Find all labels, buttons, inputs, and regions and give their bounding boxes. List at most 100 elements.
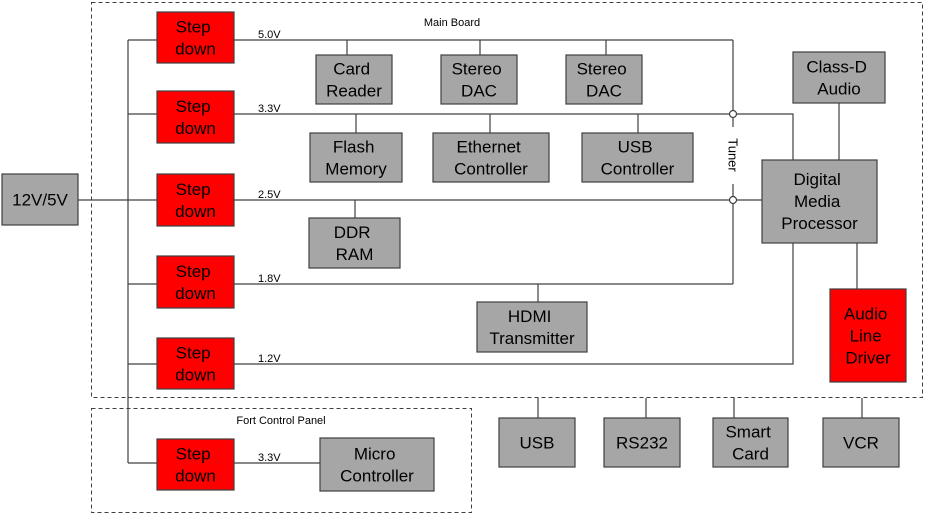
flash-memory-label-line-2: Memory — [325, 160, 387, 179]
rs232-port-box — [603, 417, 681, 468]
ddr-ram-label-line-2: RAM — [336, 245, 374, 264]
ethernet-controller-block: Ethernet Controller — [432, 132, 550, 183]
power-input-box — [1, 173, 79, 226]
stereo-dac-2-label-line-2: DAC — [586, 82, 622, 101]
flash-memory-label-line-1: Flash — [333, 138, 375, 157]
hdmi-transmitter-label-line-2: Transmitter — [489, 329, 575, 348]
card-reader-label-line-1: Card — [333, 60, 370, 79]
rs232-port-block: RS232 — [603, 417, 681, 468]
digital-media-processor-label-line-3: Processor — [781, 214, 858, 233]
hdmi-transmitter-box — [476, 301, 588, 353]
ethernet-controller-label: Ethernet Controller — [454, 138, 528, 179]
main-board-label: Main Board — [424, 17, 480, 29]
tuner-label: Tuner — [726, 138, 741, 172]
step-down-label-line-2: down — [175, 119, 216, 138]
hdmi-transmitter-block: HDMI Transmitter — [476, 301, 588, 353]
stereo-dac-1-label-line-2: DAC — [461, 82, 497, 101]
step-down-regulator-6: Step down — [156, 438, 235, 491]
vcr-port-block: VCR — [822, 417, 900, 468]
usb-port-block: USB — [498, 417, 576, 468]
step-down-label-line-2: down — [175, 366, 216, 385]
rail-label-3v3: 3.3V — [258, 103, 281, 115]
stereo-dac-1-label: Stereo DAC — [452, 60, 507, 101]
step-down-label: Step down — [175, 180, 216, 221]
micro-controller-label-line-1: Micro — [354, 445, 396, 464]
step-down-regulator-4: Step down — [156, 255, 235, 309]
usb-port-box — [498, 417, 576, 468]
step-down-box — [156, 337, 235, 390]
tuner-label-background — [726, 127, 740, 184]
step-down-regulator-2: Step down — [156, 90, 235, 144]
rail-1v2-wire — [234, 243, 794, 365]
wire-crossover-2v5 — [728, 195, 738, 205]
step-down-regulator-3: Step down — [156, 173, 235, 227]
fort-control-panel-label: Fort Control Panel — [236, 415, 325, 427]
rail-3v3-wire — [234, 113, 794, 160]
usb-port-label: USB — [520, 434, 555, 453]
step-down-label-line-1: Step — [176, 445, 211, 464]
step-down-regulator-1: Step down — [156, 11, 235, 64]
step-down-label: Step down — [175, 18, 216, 59]
stereo-dac-2-label: Stereo DAC — [577, 60, 632, 101]
class-d-audio-box — [792, 51, 886, 104]
audio-line-driver-label-line-2: Line — [850, 327, 882, 346]
wire-crossover-3v3 — [728, 109, 738, 119]
stereo-dac-2-box — [565, 54, 643, 105]
digital-media-processor-label-line-1: Digital — [794, 170, 841, 189]
ddr-ram-label: DDR RAM — [334, 223, 376, 264]
step-down-label-line-1: Step — [176, 18, 211, 37]
micro-controller-label-line-2: Controller — [340, 467, 414, 486]
audio-line-driver-label: Audio Line Driver — [844, 305, 892, 368]
card-reader-box — [315, 54, 393, 105]
usb-controller-label-line-2: Controller — [601, 160, 675, 179]
digital-media-processor-label-line-2: Media — [794, 192, 841, 211]
vcr-port-label: VCR — [843, 434, 879, 453]
usb-controller-label-line-1: USB — [618, 138, 653, 157]
ddr-ram-label-line-1: DDR — [334, 223, 371, 242]
audio-line-driver-label-line-3: Driver — [845, 349, 891, 368]
step-down-label-line-1: Step — [176, 344, 211, 363]
wires: Tuner — [78, 39, 863, 464]
fort-control-panel-boundary — [91, 408, 472, 513]
usb-controller-block: USB Controller — [581, 132, 694, 183]
step-down-label: Step down — [175, 344, 216, 385]
ethernet-controller-label-line-1: Ethernet — [457, 138, 522, 157]
rail-label-fort-3v3: 3.3V — [258, 452, 281, 464]
rail-label-5v0: 5.0V — [258, 29, 281, 41]
class-d-audio-label: Class-D Audio — [806, 58, 871, 99]
step-down-label: Step down — [175, 445, 216, 486]
digital-media-processor-box — [761, 159, 878, 244]
step-down-label: Step down — [175, 97, 216, 138]
class-d-audio-label-line-1: Class-D — [806, 58, 866, 77]
hdmi-transmitter-label: HDMI Transmitter — [489, 307, 575, 348]
ethernet-controller-label-line-2: Controller — [454, 160, 528, 179]
card-reader-block: Card Reader — [315, 54, 393, 105]
rail-label-1v2: 1.2V — [258, 353, 281, 365]
step-down-label-line-1: Step — [176, 180, 211, 199]
audio-line-driver-label-line-1: Audio — [844, 305, 887, 324]
power-input-block: 12V/5V — [1, 173, 79, 226]
vcr-port-box — [822, 417, 900, 468]
flash-memory-box — [309, 132, 403, 183]
step-down-regulator-5: Step down — [156, 337, 235, 390]
ddr-ram-block: DDR RAM — [308, 217, 401, 269]
rail-label-1v8: 1.8V — [258, 273, 281, 285]
stereo-dac-2-label-line-1: Stereo — [577, 60, 627, 79]
smart-card-port-label-line-1: Smart — [725, 423, 771, 442]
rail-labels: 5.0V 3.3V 2.5V 1.8V 1.2V 3.3V — [258, 29, 281, 464]
step-down-label-line-2: down — [175, 284, 216, 303]
power-input-label: 12V/5V — [12, 191, 68, 210]
smart-card-port-box — [712, 417, 789, 468]
ethernet-controller-box — [432, 132, 550, 183]
flash-memory-block: Flash Memory — [309, 132, 403, 183]
usb-controller-box — [581, 132, 694, 183]
micro-controller-block: Micro Controller — [319, 437, 435, 492]
flash-memory-label: Flash Memory — [325, 138, 387, 179]
stereo-dac-1-block: Stereo DAC — [440, 54, 518, 105]
rail-label-2v5: 2.5V — [258, 189, 281, 201]
smart-card-port-block: Smart Card — [712, 417, 789, 468]
usb-controller-label: USB Controller — [601, 138, 675, 179]
micro-controller-box — [319, 437, 435, 492]
rs232-port-label: RS232 — [616, 434, 668, 453]
